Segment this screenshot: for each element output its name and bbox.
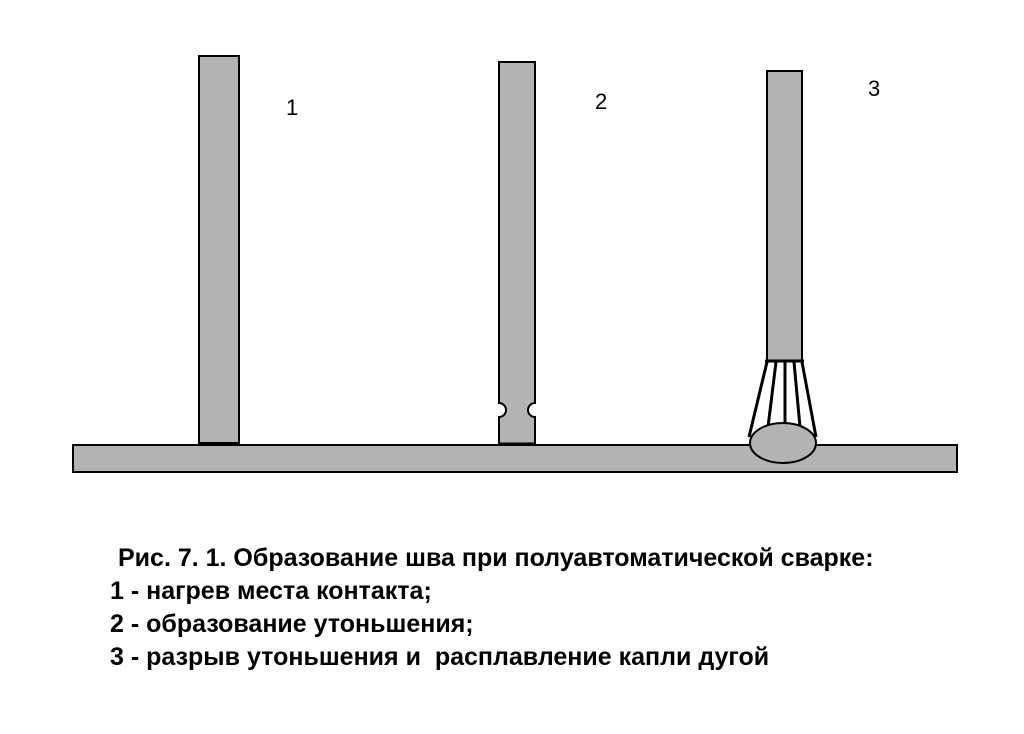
molten-droplet [749, 422, 817, 464]
caption-title: Рис. 7. 1. Образование шва при полуавтом… [118, 544, 874, 572]
electrode-1 [198, 55, 240, 444]
electrode-2 [498, 61, 536, 445]
electrode-3 [766, 70, 803, 362]
caption-item-1: 1 - нагрев места контакта; [110, 577, 432, 605]
caption-item-2: 2 - образование утоньшения; [110, 610, 474, 638]
caption-item-3: 3 - разрыв утоньшения и расплавление кап… [110, 643, 770, 671]
stage-label-3: 3 [868, 76, 880, 101]
figure-caption: Рис. 7. 1. Образование шва при полуавтом… [110, 542, 990, 674]
base-plate [72, 444, 958, 473]
stage-label-2: 2 [595, 89, 607, 114]
arc-lines [747, 361, 818, 438]
stage-label-1: 1 [286, 95, 298, 120]
